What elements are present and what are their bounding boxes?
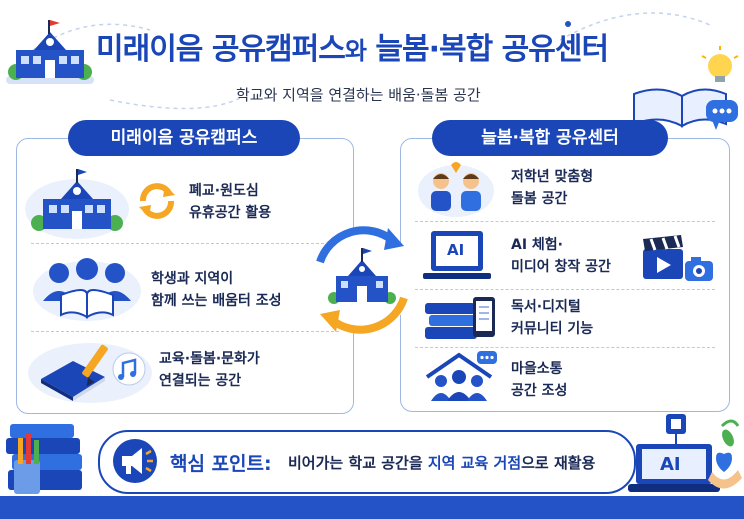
left-item-3-line1: 교육·돌봄·문화가 [159,351,260,367]
key-point-highlight: 지역 교육 거점 [427,454,522,472]
left-item-2-line1: 학생과 지역이 [151,271,234,287]
key-point-label: 핵심 포인트: [170,453,272,475]
left-panel-header: 미래이음 공유캠퍼스 [68,120,300,156]
left-item-1-line1: 폐교·원도심 [189,183,259,199]
children-icon [418,162,494,217]
community-house-icon [425,351,497,401]
key-point-callout: 핵심 포인트: 비어가는 학교 공간을 지역 교육 거점으로 재활용 [98,430,636,494]
open-book-bulb-chat-icon [633,46,739,130]
page-subtitle: 학교와 지역을 연결하는 배움·돌봄 공간 [236,86,481,104]
title-part3: 늘봄·복합 공유센터 [375,32,609,67]
right-item-3: 독서·디지털 커뮤니티 기능 [401,291,729,345]
center-hub-school-icon [310,226,414,334]
right-panel: 저학년 맞춤형 돌봄 공간 AI AI 체험· 미디어 창작 공간 [400,138,730,412]
ai-laptop-icon [423,231,491,279]
left-item-1: 폐교·원도심 유휴공간 활용 [17,159,353,239]
left-item-3: 교육·돌봄·문화가 연결되는 공간 [17,337,353,411]
school-building-icon [25,169,129,239]
right-item-4-line1: 마을소통 [511,361,563,377]
left-item-1-line2: 유휴공간 활용 [189,205,272,221]
right-item-4-line2: 공간 조성 [511,383,568,399]
laptop-ai-label: AI [447,241,465,259]
left-item-2: 학생과 지역이 함께 쓰는 배움터 조성 [17,251,353,331]
books-pencils-icon [6,424,82,494]
key-point-msg-post: 으로 재활용 [521,454,596,472]
megaphone-icon [113,439,157,483]
left-item-3-line2: 연결되는 공간 [159,373,242,389]
right-item-1-line1: 저학년 맞춤형 [511,169,594,185]
divider [415,289,715,290]
book-pencil-music-icon [28,343,152,403]
right-item-2-line2: 미디어 창작 공간 [511,259,611,275]
right-item-2-line1: AI 체험· [511,237,563,253]
footer-bar [0,496,744,519]
divider [415,221,715,222]
people-reading-icon [33,258,141,321]
divider [31,243,339,244]
right-item-3-line1: 독서·디지털 [511,299,581,315]
left-item-2-line2: 함께 쓰는 배움터 조성 [151,293,282,309]
left-panel: 폐교·원도심 유휴공간 활용 학생과 지역이 함께 쓰는 배움터 조성 [16,138,354,414]
title-part2: 와 [344,37,367,65]
right-item-3-line2: 커뮤니티 기능 [511,321,594,337]
right-item-1: 저학년 맞춤형 돌봄 공간 [401,153,729,219]
right-panel-header: 늘봄·복합 공유센터 [432,120,668,156]
clapperboard-camera-icon [643,235,713,281]
laptop-ai-text: AI [660,454,681,475]
key-point-message: 비어가는 학교 공간을 지역 교육 거점으로 재활용 [288,452,595,473]
right-item-1-line2: 돌봄 공간 [511,191,568,207]
right-item-2: AI AI 체험· 미디어 창작 공간 [401,225,729,287]
recycle-arrows-icon [139,183,175,219]
page-title: 미래이음 공유캠퍼스와 늘봄·복합 공유센터 [96,24,609,68]
divider [31,331,339,332]
ai-chip-laptop-hands-icon [628,414,742,492]
books-tablet-icon [425,297,495,339]
divider [415,347,715,348]
school-building-icon [6,20,94,84]
right-item-4: 마을소통 공간 조성 [401,349,729,409]
key-point-msg-pre: 비어가는 학교 공간을 [288,454,428,472]
title-part1: 미래이음 공유캠퍼스 [96,32,346,67]
